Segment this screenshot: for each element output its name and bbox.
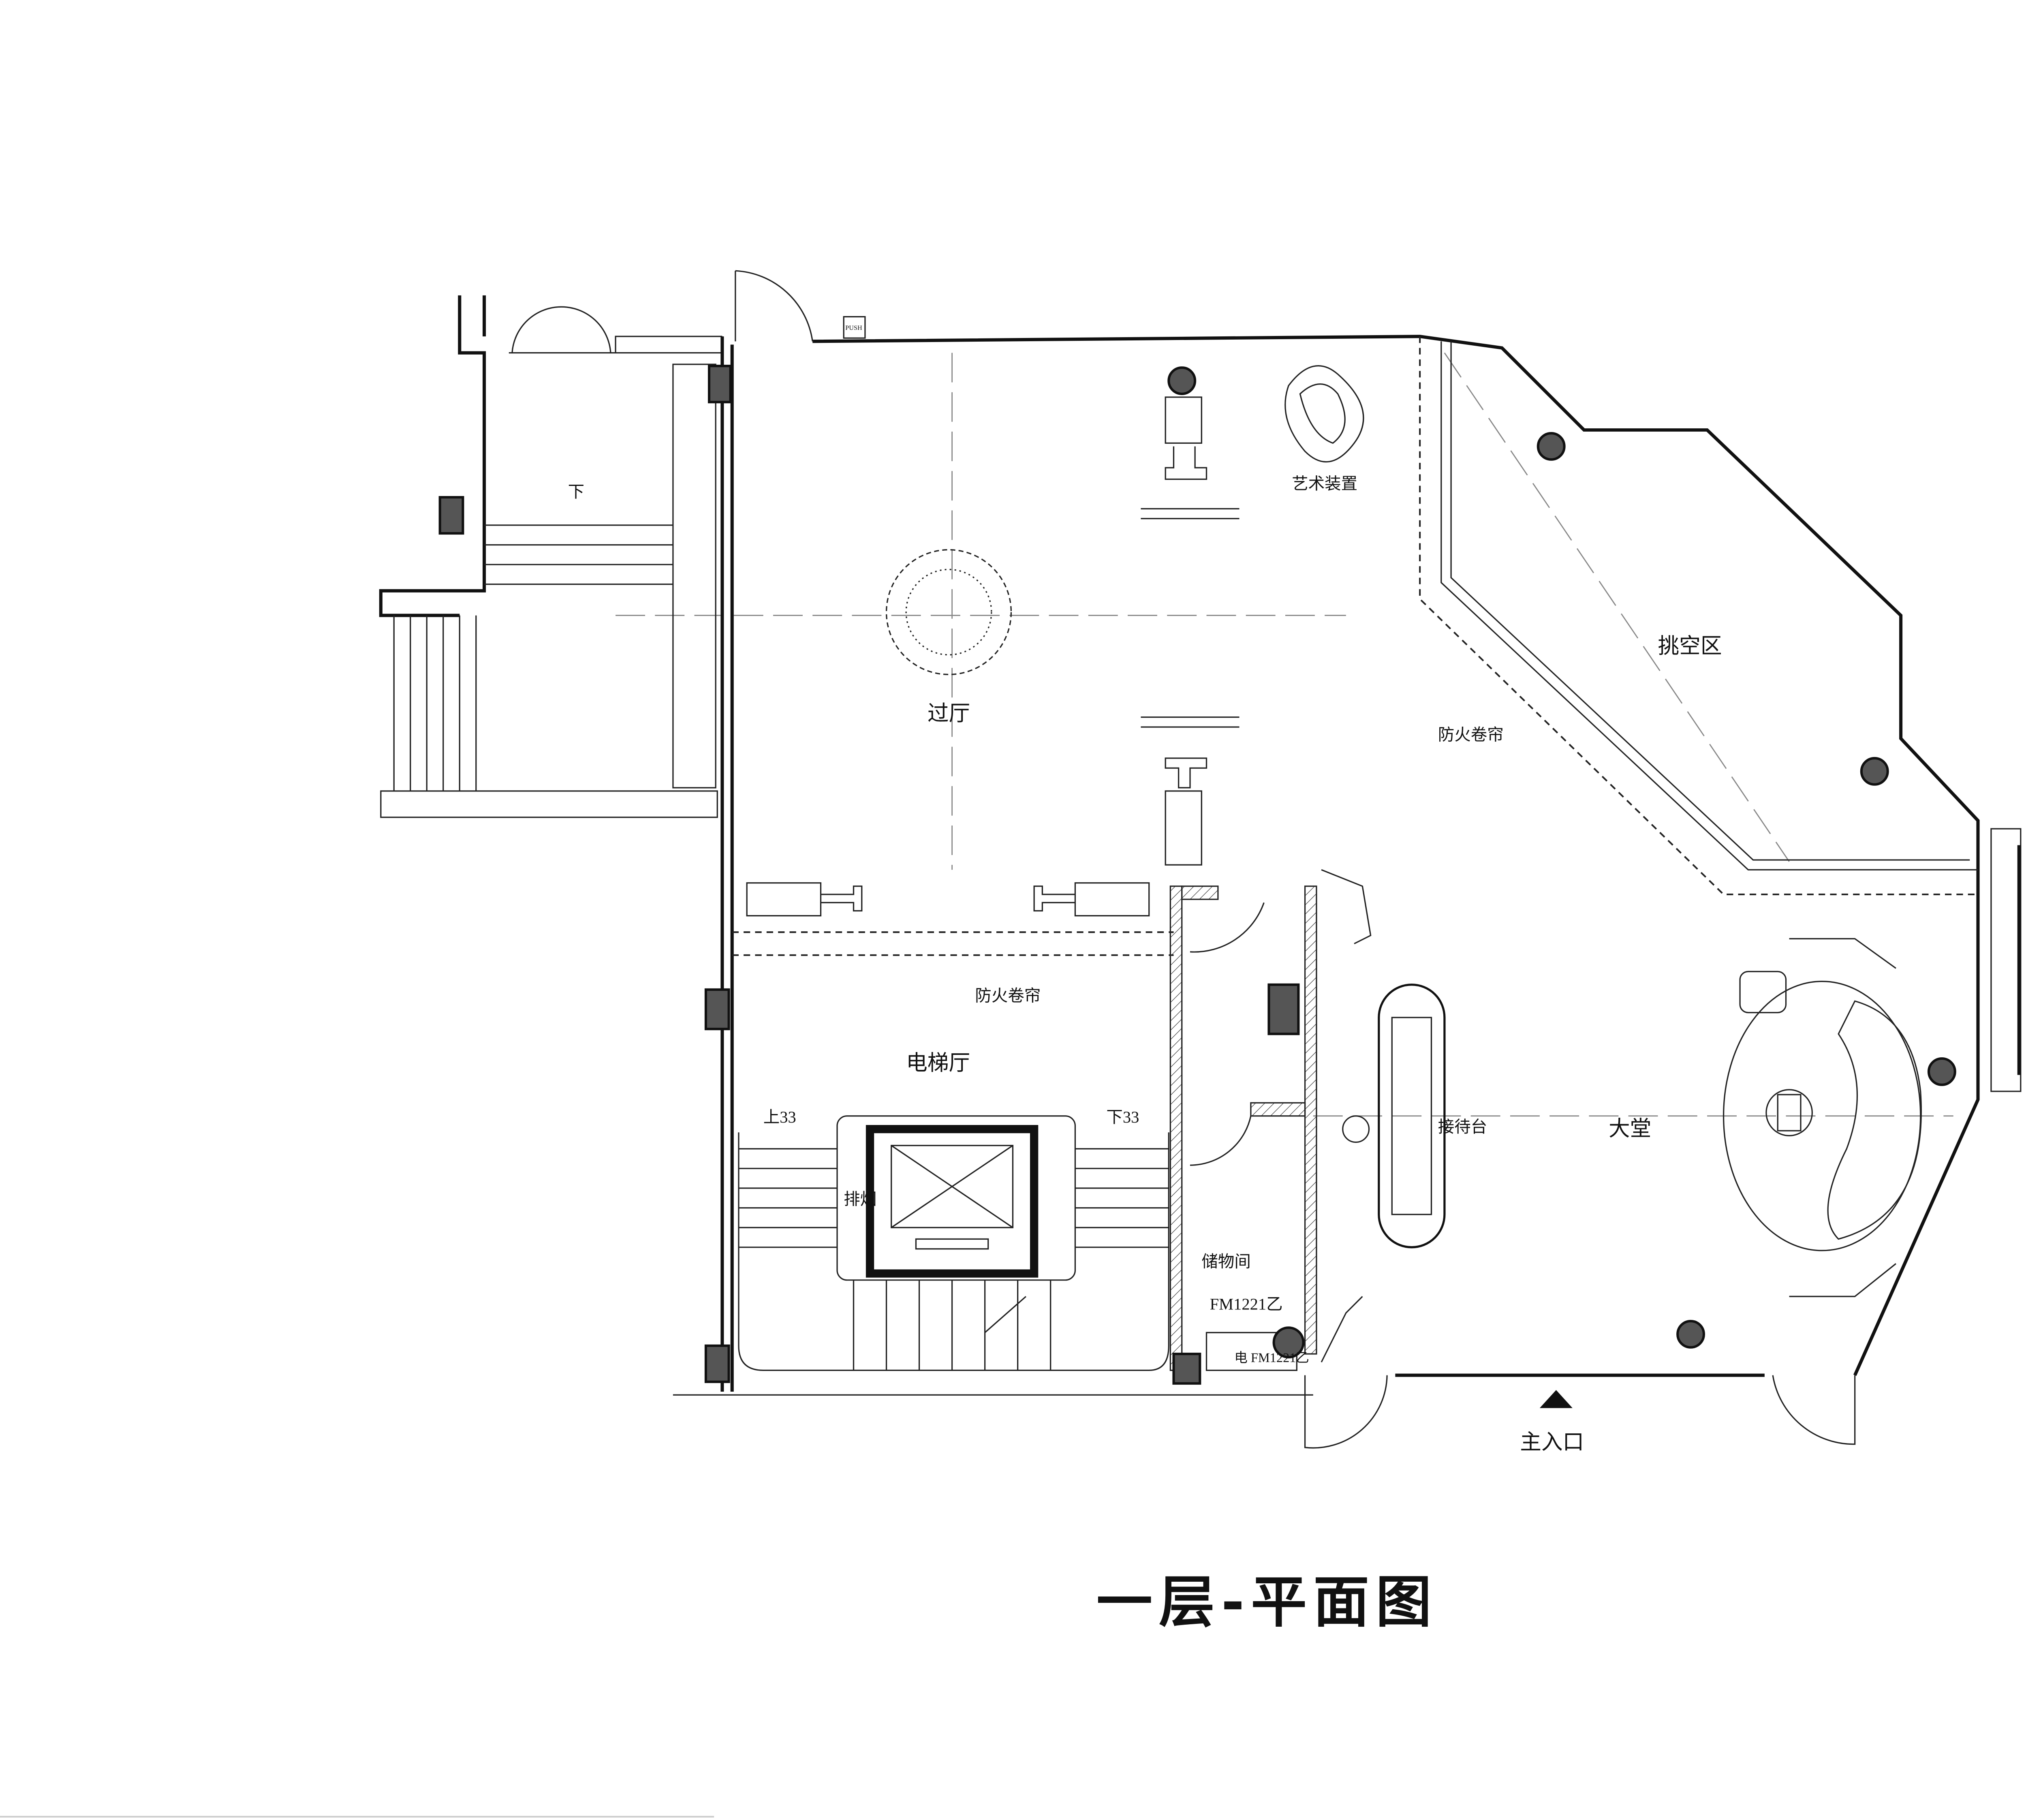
label-main-entrance: 主入口 xyxy=(1520,1431,1584,1454)
exterior-walls xyxy=(673,270,1980,1449)
drawing-title: 一层-平面图 xyxy=(1096,1570,1438,1635)
stair-core xyxy=(738,1115,1169,1371)
label-reception: 接待台 xyxy=(1438,1118,1487,1136)
label-stair-up: 上33 xyxy=(763,1108,796,1126)
label-fire-shutter-2: 防火卷帘 xyxy=(975,986,1041,1005)
label-foyer: 过厅 xyxy=(928,702,970,725)
facade-detail xyxy=(1990,828,2022,1092)
axis-lines xyxy=(615,352,1953,1117)
label-void-area: 挑空区 xyxy=(1658,635,1722,658)
fire-shutter-foyer xyxy=(732,931,1174,956)
lobby-lounge xyxy=(1723,938,1922,1297)
label-door-code-1: FM1221乙 xyxy=(1210,1295,1283,1313)
label-down-annex: 下 xyxy=(568,483,585,501)
label-elevator-hall: 电梯厅 xyxy=(906,1051,970,1075)
storage-room xyxy=(1169,869,1372,1371)
elevator-shaft xyxy=(866,1125,1039,1278)
label-stair-down: 下33 xyxy=(1106,1108,1139,1126)
label-storage: 储物间 xyxy=(1201,1252,1251,1270)
reception-desk xyxy=(1342,984,1446,1249)
label-smoke-exhaust: 排烟 xyxy=(844,1190,876,1208)
label-fire-shutter-1: 防火卷帘 xyxy=(1438,725,1504,744)
label-door-code-2: 电 FM1221乙 xyxy=(1234,1350,1309,1365)
main-entrance-arrow-icon xyxy=(1539,1390,1573,1408)
push-sign: PUSH xyxy=(845,324,862,331)
left-annex xyxy=(379,295,722,818)
label-art-installation: 艺术装置 xyxy=(1292,475,1357,493)
foyer-furniture xyxy=(746,365,1364,917)
structural-columns xyxy=(438,365,1956,1385)
void-area xyxy=(1419,336,1978,896)
label-lobby: 大堂 xyxy=(1609,1117,1651,1140)
